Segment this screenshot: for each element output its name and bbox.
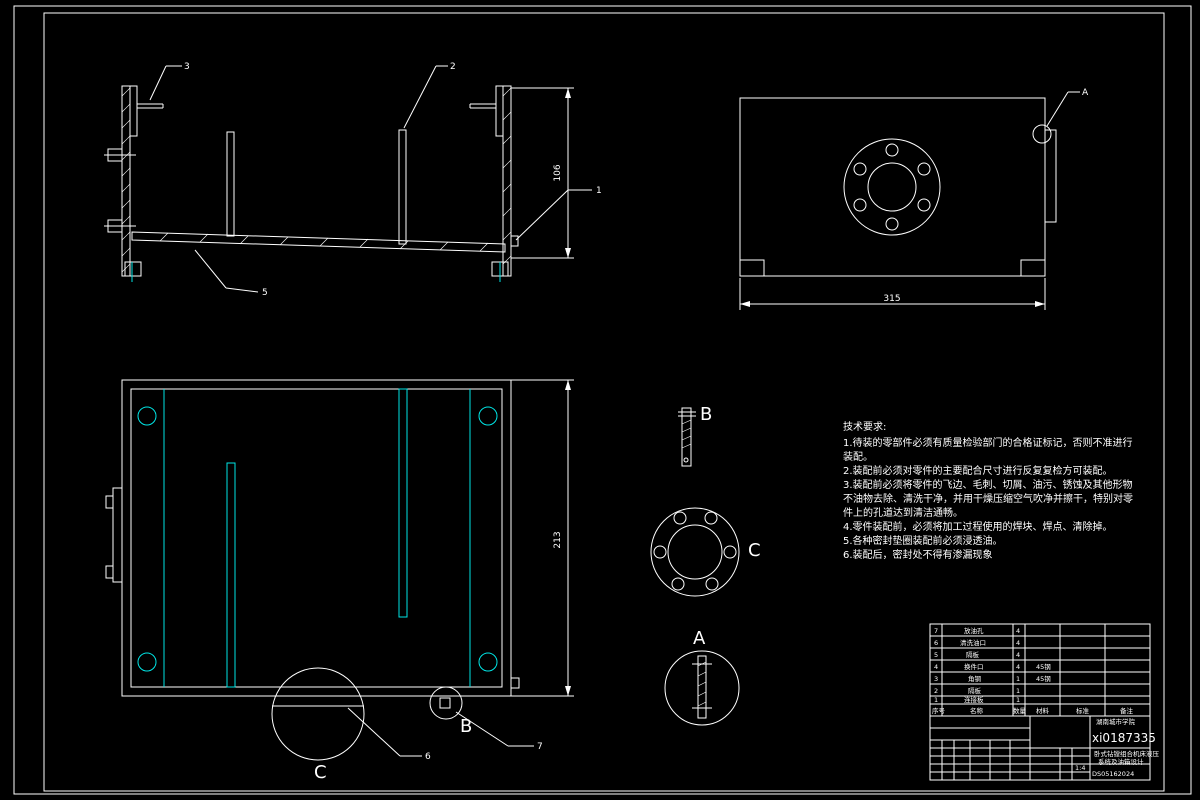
bom-row-qty: 4: [1016, 651, 1020, 659]
bom-row: 3 角钢 1 45钢: [934, 674, 1051, 683]
drawing-title-line-1: 卧式钻镗组合机床液压: [1094, 749, 1160, 758]
bom-row-no: 2: [934, 687, 938, 695]
detail-b-view: B: [678, 404, 712, 467]
detail-a-view: A: [664, 628, 740, 726]
bom-row-qty: 4: [1016, 639, 1020, 647]
notes-title: 技术要求:: [843, 420, 886, 433]
watermark-text: xi0187335: [1092, 731, 1156, 745]
notes-line-4: 3.装配前必须将零件的飞边、毛刺、切屑、油污、锈蚀及其他形物: [843, 478, 1133, 491]
bom-row-mat: 45钢: [1036, 675, 1051, 683]
bom-row-name: 隔板: [966, 650, 980, 659]
side-view: A 315: [739, 88, 1089, 310]
bom-row-no: 7: [934, 627, 938, 635]
bom-row: 5 隔板 4: [934, 650, 1020, 659]
side-detail-label-a: A: [1082, 88, 1089, 98]
bom-row-no: 1: [934, 696, 938, 704]
bom-row-mat: 45钢: [1036, 663, 1051, 671]
bom-header-remark: 备注: [1120, 706, 1134, 715]
side-dim-width: 315: [883, 294, 900, 304]
drawing-title-line-2: 系统及油箱设计: [1098, 757, 1144, 766]
top-detail-label-c: C: [314, 762, 327, 783]
balloon-5: 5: [262, 288, 268, 298]
bom-row-name: 放油孔: [964, 626, 984, 635]
notes-line-5: 不油物去除、清洗干净，并用干燥压缩空气吹净并擦干，特别对零: [843, 492, 1133, 505]
bom-header-std: 标准: [1076, 706, 1090, 715]
drawing-scale: 1:4: [1075, 764, 1085, 772]
notes-line-3: 2.装配前必须对零件的主要配合尺寸进行反复复检方可装配。: [843, 464, 1113, 477]
inner-border: [43, 12, 1165, 792]
outer-border: [13, 5, 1192, 795]
bom-row-no: 6: [934, 639, 938, 647]
bom-row-qty: 1: [1016, 687, 1020, 695]
detail-label-b: B: [700, 404, 712, 425]
balloon-2: 2: [450, 62, 456, 72]
bom-header-qty: 数量: [1013, 706, 1027, 715]
notes-line-8: 5.各种密封垫圈装配前必须浸透油。: [843, 534, 1003, 547]
bom-row-no: 4: [934, 663, 938, 671]
notes-line-6: 件上的孔道达到清洁通畅。: [843, 506, 963, 519]
detail-label-c: C: [748, 540, 761, 561]
bom-row: 1 连接板 1: [934, 695, 1020, 704]
bom-row-name: 清洗油口: [960, 638, 986, 647]
bom-row-no: 3: [934, 675, 938, 683]
detail-c-view: C: [650, 507, 761, 597]
front-dim-height: 106: [553, 164, 563, 181]
front-section-view: 106 3 2 1 5: [104, 62, 602, 298]
notes-line-1: 1.待装的零部件必须有质量检验部门的合格证标记，否则不准进行: [843, 436, 1133, 449]
school-name: 湖南城市学院: [1096, 717, 1136, 726]
bom-row: 6 清洗油口 4: [934, 638, 1020, 647]
bom-row-name: 换件口: [964, 662, 984, 671]
bom-row-qty: 1: [1016, 675, 1020, 683]
drawing-number: DS05162024: [1092, 770, 1134, 778]
bom-row-name: 角钢: [968, 674, 982, 683]
bom-row-qty: 1: [1016, 696, 1020, 704]
bom-header-mat: 材料: [1036, 706, 1050, 715]
top-view: 213 C 6 B 7: [105, 379, 574, 783]
bom-row-qty: 4: [1016, 663, 1020, 671]
top-dim-height: 213: [553, 531, 563, 548]
bom-row: 7 放油孔 4: [934, 626, 1020, 635]
balloon-7: 7: [537, 742, 543, 752]
bom-header-name: 名称: [970, 706, 984, 715]
bom-row-name: 连接板: [964, 695, 984, 704]
bom-table: 7 放油孔 4 6 清洗油口 4 5 隔板 4 4 换件口 4 45钢 3 角钢…: [929, 623, 1151, 717]
bom-row-no: 5: [934, 651, 938, 659]
bom-header-no: 序号: [932, 706, 946, 715]
notes-line-2: 装配。: [843, 450, 873, 463]
bom-row-name: 隔板: [968, 686, 982, 695]
balloon-6: 6: [425, 752, 431, 762]
bom-row-qty: 4: [1016, 627, 1020, 635]
bom-header: 序号 名称 数量 材料 标准 备注: [932, 706, 1134, 715]
balloon-1: 1: [596, 186, 602, 196]
title-block: 湖南城市学院 xi0187335 卧式钻镗组合机床液压 系统及油箱设计 1:4 …: [929, 715, 1160, 781]
notes-line-9: 6.装配后，密封处不得有渗漏现象: [843, 548, 993, 561]
technical-notes: 技术要求: 1.待装的零部件必须有质量检验部门的合格证标记，否则不准进行 装配。…: [843, 420, 1133, 561]
bom-row: 2 隔板 1: [934, 686, 1020, 695]
detail-label-a: A: [693, 628, 706, 649]
notes-line-7: 4.零件装配前，必须将加工过程使用的焊块、焊点、清除掉。: [843, 520, 1113, 533]
bom-row: 4 换件口 4 45钢: [934, 662, 1051, 671]
balloon-3: 3: [184, 62, 190, 72]
